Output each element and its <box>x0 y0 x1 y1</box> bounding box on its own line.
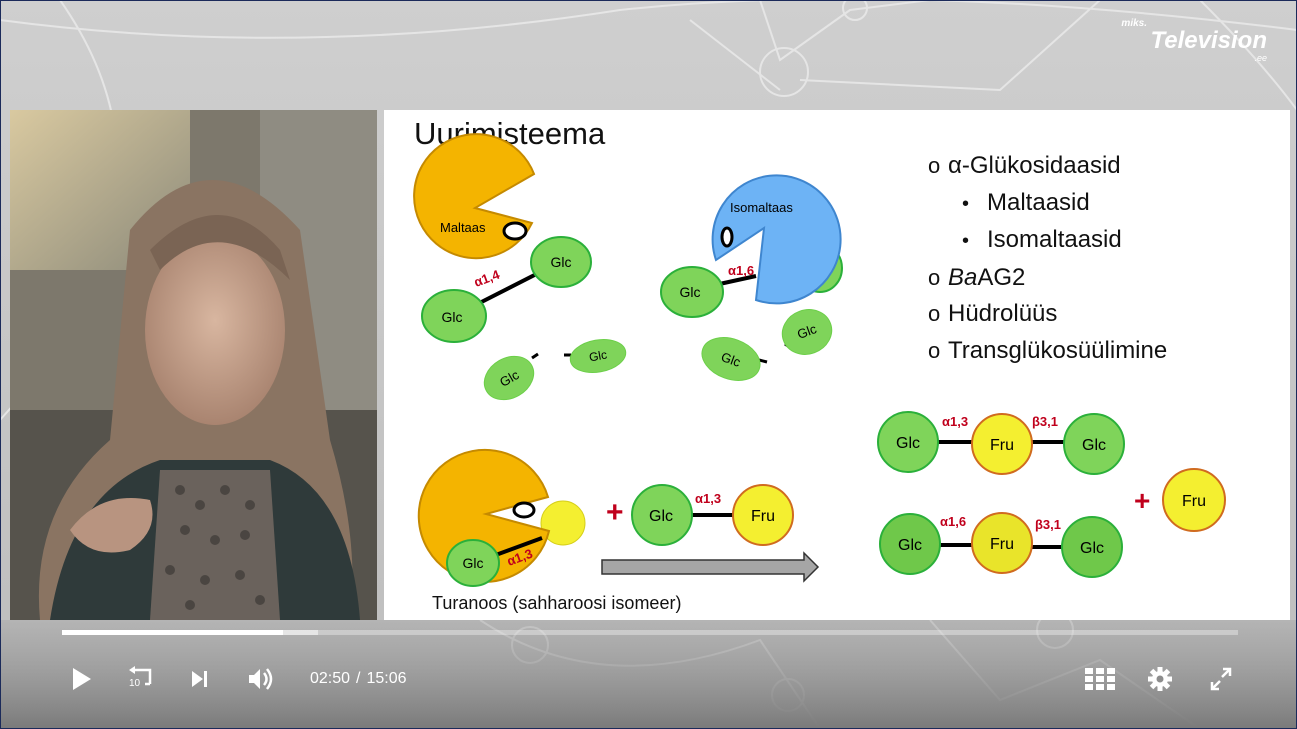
presenter-video <box>10 110 377 620</box>
replay-seconds: 10 <box>129 678 141 689</box>
play-button[interactable] <box>70 664 94 699</box>
isomaltaas-enzyme: Isomaltaas <box>711 174 842 305</box>
bond-label: α1,4 <box>472 267 502 290</box>
glc-sugar: Glc <box>530 236 592 288</box>
replay-10-button[interactable]: 10 <box>126 664 156 699</box>
glc-sugar: Glc <box>569 339 627 373</box>
glc-sugar: Glc <box>483 355 535 401</box>
grid-icon <box>1085 668 1115 690</box>
player-controls: 10 02:50/15:06 <box>0 620 1297 729</box>
fullscreen-icon <box>1210 667 1232 691</box>
plus-sign: + <box>606 496 624 529</box>
fru-sugar: Fru <box>971 413 1033 475</box>
presenter-image <box>10 110 377 620</box>
played-bar <box>62 630 284 635</box>
turanose-caption: Turanoos (sahharoosi isomeer) <box>432 593 682 613</box>
enzyme-diagram: Maltaas α1,4 Glc Glc Glc Glc Is <box>413 133 1226 587</box>
reaction-arrow <box>601 551 820 583</box>
glc-sugar: Glc <box>879 513 941 575</box>
progress-bar[interactable] <box>62 630 1238 635</box>
current-time: 02:50 <box>310 670 351 687</box>
maltaas-label: Maltaas <box>440 220 486 235</box>
fullscreen-button[interactable] <box>1208 664 1234 699</box>
volume-button[interactable] <box>246 664 276 699</box>
svg-text:Glc: Glc <box>680 284 701 300</box>
sub-bullet-item: •Isomaltaasid <box>962 226 1122 253</box>
svg-text:Glc: Glc <box>898 537 922 554</box>
next-button[interactable] <box>188 664 212 699</box>
skip-next-icon <box>192 671 207 687</box>
svg-text:Glc: Glc <box>442 309 463 325</box>
svg-text:Glc: Glc <box>719 349 743 370</box>
fru-sugar: Fru <box>732 484 794 546</box>
glc-sugar: Glc <box>1061 516 1123 578</box>
bond-label: α1,3 <box>942 414 968 429</box>
glc-sugar: Glc <box>1063 413 1125 475</box>
fru-sugar: Fru <box>1162 468 1226 532</box>
bond-label: α1,6 <box>728 263 754 278</box>
glc-sugar: Glc <box>877 411 939 473</box>
duration: 15:06 <box>366 670 407 687</box>
gear-icon <box>1148 667 1172 691</box>
bond-label: α1,6 <box>940 514 966 529</box>
glc-sugar: Glc <box>421 289 487 343</box>
svg-text:Glc: Glc <box>649 508 673 525</box>
fru-sugar-hidden <box>540 500 586 546</box>
play-icon <box>73 668 91 690</box>
bond-label: β3,1 <box>1032 414 1058 429</box>
volume-icon <box>249 668 273 690</box>
svg-text:Glc: Glc <box>463 555 484 571</box>
svg-text:Fru: Fru <box>990 437 1014 454</box>
svg-text:Glc: Glc <box>588 348 608 365</box>
svg-text:Glc: Glc <box>551 254 572 270</box>
presentation-slide: Uurimisteema Maltaas α1,4 Glc Glc Glc Gl… <box>384 110 1290 620</box>
sub-bullet-item: •Maltaasid <box>962 188 1090 216</box>
svg-text:Fru: Fru <box>990 536 1014 553</box>
bond-label: α1,3 <box>695 491 721 506</box>
maltaas-enzyme: Maltaas <box>413 133 536 260</box>
plus-sign: + <box>1134 485 1150 516</box>
glc-sugar: Glc <box>660 266 724 318</box>
replay-10-icon <box>129 666 152 686</box>
svg-text:Glc: Glc <box>1080 540 1104 557</box>
channel-logo: miks. Television .ee <box>1121 18 1267 63</box>
glc-sugar: Glc <box>781 309 833 355</box>
isomaltaas-label: Isomaltaas <box>730 200 793 215</box>
chapters-button[interactable] <box>1084 664 1116 699</box>
svg-text:Glc: Glc <box>1082 437 1106 454</box>
bond-label: β3,1 <box>1035 517 1061 532</box>
svg-text:Fru: Fru <box>1182 493 1206 510</box>
fru-sugar: Fru <box>971 512 1033 574</box>
glc-sugar: Glc <box>631 484 693 546</box>
svg-text:Glc: Glc <box>896 435 920 452</box>
svg-text:Glc: Glc <box>795 321 819 342</box>
settings-button[interactable] <box>1146 664 1174 699</box>
svg-text:Fru: Fru <box>751 508 775 525</box>
time-display: 02:50/15:06 <box>310 670 407 687</box>
glc-sugar: Glc <box>446 539 500 587</box>
glc-sugar: Glc <box>701 337 761 381</box>
